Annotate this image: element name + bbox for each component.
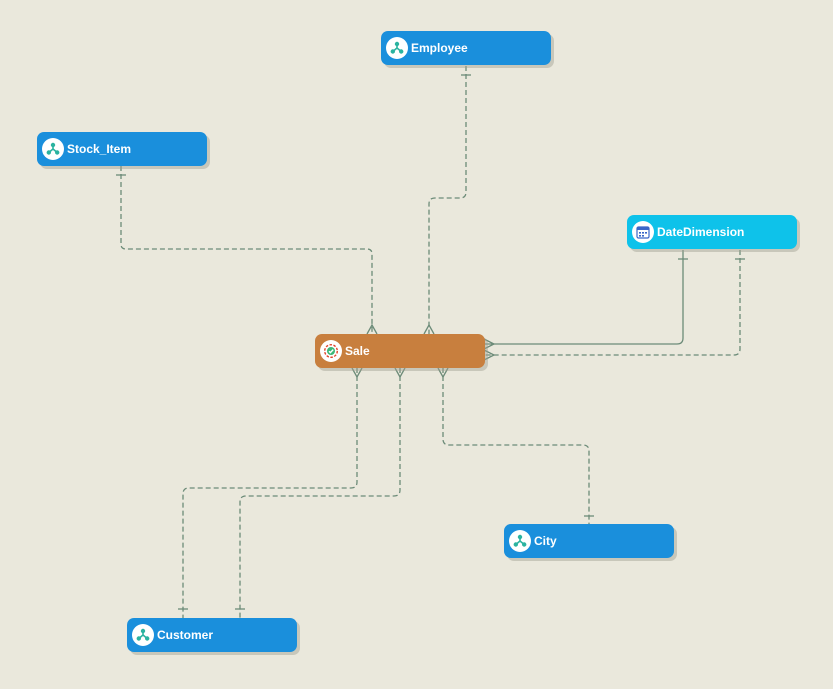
dimension-icon <box>509 530 531 552</box>
node-label: DateDimension <box>657 225 745 239</box>
crows-foot <box>366 323 378 335</box>
crows-foot <box>483 349 496 361</box>
node-label: Stock_Item <box>67 142 132 156</box>
node-label: Employee <box>411 41 468 55</box>
connector-city-sale <box>442 368 590 524</box>
crows-foot <box>483 338 496 350</box>
many-markers <box>351 323 496 379</box>
node-stock-item[interactable]: Stock_Item <box>37 132 207 166</box>
connector-employee-sale <box>428 66 467 334</box>
fact-check-icon <box>320 340 342 362</box>
dimension-icon <box>386 37 408 59</box>
dimension-icon <box>42 138 64 160</box>
crows-foot <box>351 367 363 379</box>
connector-customer-sale-2 <box>239 368 401 618</box>
one-markers <box>116 74 745 610</box>
connector-customer-sale-1 <box>182 368 358 618</box>
dimension-icon <box>132 624 154 646</box>
node-employee[interactable]: Employee <box>381 31 551 65</box>
node-customer[interactable]: Customer <box>127 618 297 652</box>
calendar-icon <box>632 221 654 243</box>
connector-stock-item-sale <box>120 166 373 334</box>
crows-foot <box>423 323 435 335</box>
node-date-dimension[interactable]: DateDimension <box>627 215 797 249</box>
crows-foot <box>437 367 449 379</box>
node-sale[interactable]: Sale <box>315 334 485 368</box>
node-label: City <box>534 534 557 548</box>
node-label: Customer <box>157 628 214 642</box>
crows-foot <box>394 367 406 379</box>
connector-date-sale-dashed <box>484 250 741 356</box>
connector-date-sale-solid <box>484 250 684 345</box>
node-city[interactable]: City <box>504 524 674 558</box>
node-label: Sale <box>345 344 370 358</box>
